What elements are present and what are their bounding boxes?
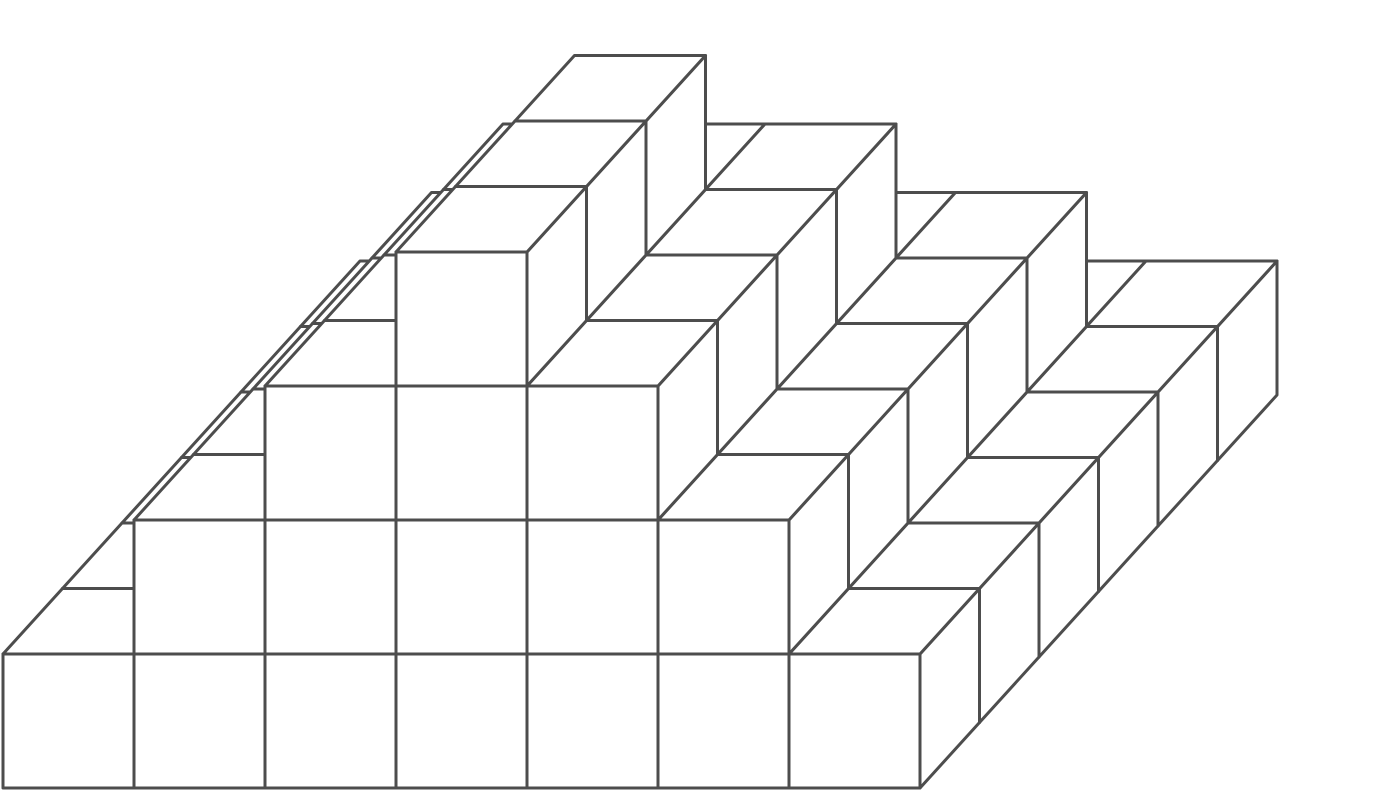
cube-front-face [525, 652, 660, 790]
cube-front-face [263, 384, 398, 522]
cube-front-face [394, 652, 529, 790]
cube-front-face [132, 652, 267, 790]
cube-front-face [132, 518, 267, 656]
cube-front-face [525, 384, 660, 522]
cube-front-face [263, 652, 398, 790]
cube-front-face [1, 652, 136, 790]
cube-front-face [263, 518, 398, 656]
cube-front-face [656, 652, 791, 790]
cube [656, 453, 850, 656]
cube-front-face [656, 518, 791, 656]
cube-front-face [394, 250, 529, 388]
cube [394, 185, 588, 388]
cube-front-face [394, 518, 529, 656]
cube-front-face [394, 384, 529, 522]
cube-stack [1, 54, 1279, 790]
cube-front-face [525, 518, 660, 656]
cube-front-face [787, 652, 922, 790]
